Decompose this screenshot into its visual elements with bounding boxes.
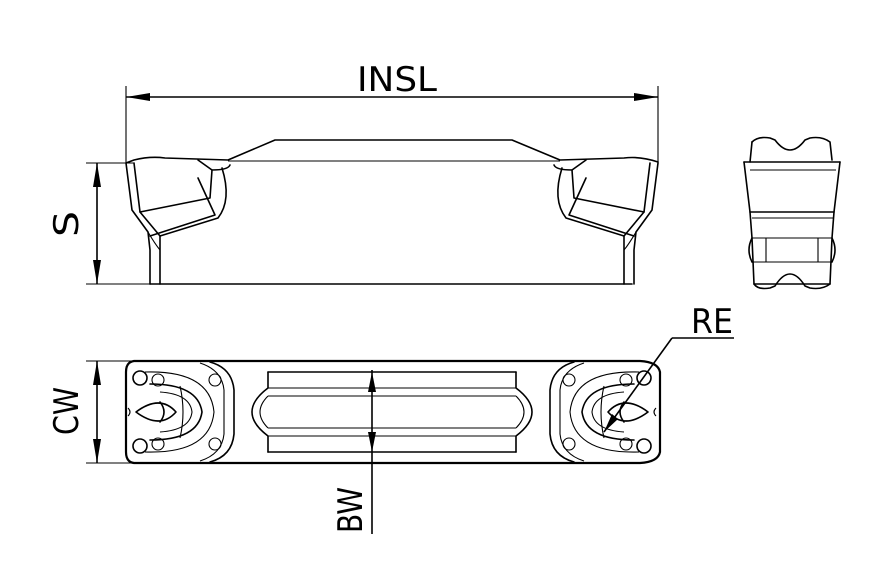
insert-top-view bbox=[124, 359, 662, 465]
re-leader: RE bbox=[603, 302, 734, 433]
s-dimension: S bbox=[47, 162, 150, 285]
insert-end-view bbox=[743, 136, 841, 290]
bw-label: BW bbox=[331, 487, 371, 533]
right-chipbreaker bbox=[562, 370, 657, 454]
left-chipbreaker bbox=[127, 370, 222, 454]
cw-label: CW bbox=[47, 387, 87, 435]
insl-label: INSL bbox=[357, 60, 437, 100]
s-label: S bbox=[47, 211, 87, 237]
insert-side-view bbox=[125, 139, 659, 285]
insl-dimension: INSL bbox=[125, 60, 659, 163]
bw-dimension: BW bbox=[331, 370, 376, 534]
re-label: RE bbox=[691, 302, 733, 342]
cw-dimension: CW bbox=[47, 360, 134, 464]
